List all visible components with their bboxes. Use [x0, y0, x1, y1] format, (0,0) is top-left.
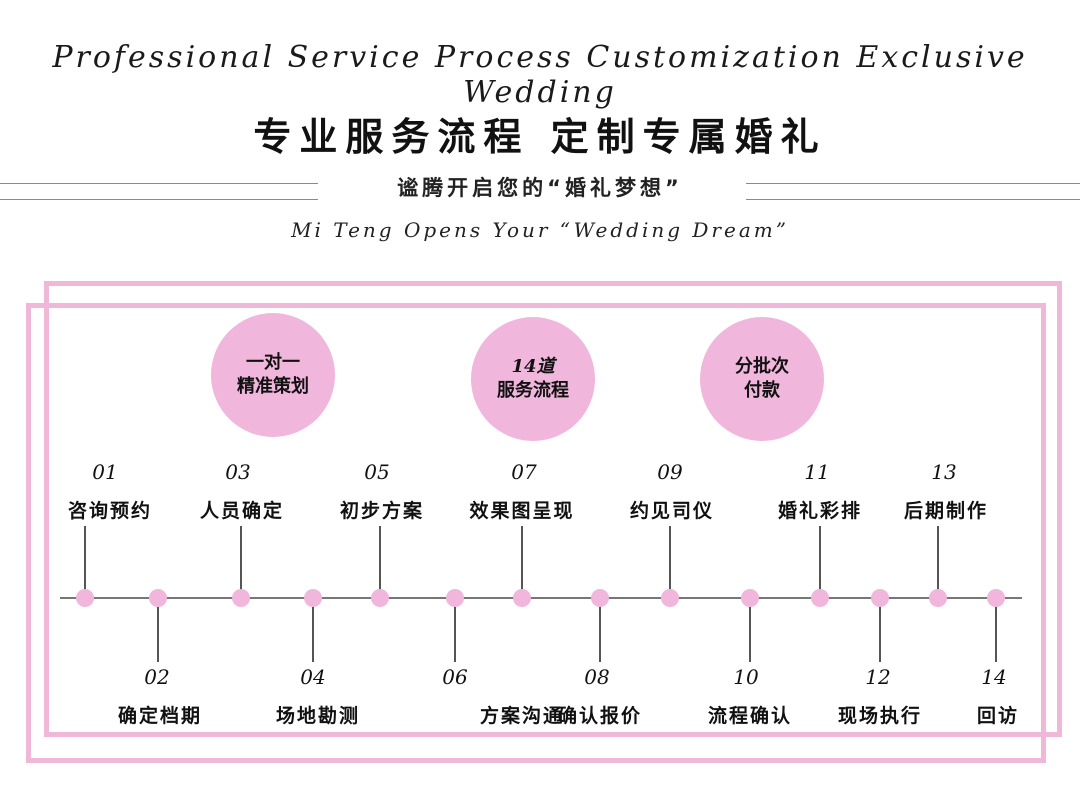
step-label: 确认报价	[557, 705, 642, 727]
step-number: 05	[364, 460, 390, 484]
step-dot	[446, 589, 464, 607]
highlight-line1: 分批次	[735, 356, 789, 377]
step-connector	[521, 526, 523, 597]
step-label: 初步方案	[339, 500, 424, 522]
step-dot	[76, 589, 94, 607]
front-frame	[26, 303, 1046, 763]
step-label: 场地勘测	[275, 705, 360, 727]
step-connector	[749, 598, 751, 662]
chinese-subtitle: 谧腾开启您的“婚礼梦想”	[397, 176, 683, 200]
step-number: 10	[733, 665, 759, 689]
step-connector	[819, 526, 821, 597]
step-label: 现场执行	[837, 705, 922, 727]
step-connector	[995, 598, 997, 662]
step-number: 09	[657, 460, 683, 484]
english-title: Professional Service Process Customizati…	[52, 40, 1028, 110]
step-number: 12	[865, 665, 891, 689]
highlight-line1: 14道	[511, 356, 555, 377]
highlight-circle-one-on-one: 一对一 精准策划	[211, 313, 335, 437]
step-number: 03	[225, 460, 251, 484]
step-connector	[454, 598, 456, 662]
step-number: 14	[981, 665, 1007, 689]
step-label: 咨询预约	[67, 500, 152, 522]
step-connector	[157, 598, 159, 662]
step-connector	[84, 526, 86, 597]
highlight-line1: 一对一	[246, 352, 300, 373]
step-connector	[312, 598, 314, 662]
right-divider-line-2	[746, 199, 1080, 200]
timeline-axis	[60, 597, 1022, 599]
step-label: 婚礼彩排	[777, 500, 862, 522]
step-label: 后期制作	[903, 500, 988, 522]
step-label: 回访	[976, 705, 1019, 727]
step-label: 约见司仪	[629, 500, 714, 522]
step-connector	[599, 598, 601, 662]
step-connector	[879, 598, 881, 662]
step-connector	[937, 526, 939, 597]
step-dot	[513, 589, 531, 607]
step-label: 方案沟通	[479, 705, 564, 727]
step-dot	[304, 589, 322, 607]
step-dot	[811, 589, 829, 607]
step-dot	[661, 589, 679, 607]
highlight-circle-14-steps: 14道 服务流程	[471, 317, 595, 441]
step-dot	[591, 589, 609, 607]
step-number: 07	[511, 460, 537, 484]
left-divider-line-2	[0, 199, 318, 200]
highlight-line2: 服务流程	[497, 380, 569, 401]
step-number: 04	[300, 665, 326, 689]
step-label: 确定档期	[117, 705, 202, 727]
step-number: 06	[442, 665, 468, 689]
step-connector	[669, 526, 671, 597]
highlight-line2: 精准策划	[237, 376, 309, 397]
step-number: 08	[584, 665, 610, 689]
step-number: 11	[804, 460, 830, 484]
step-connector	[379, 526, 381, 597]
step-dot	[232, 589, 250, 607]
highlight-circle-installment-payment: 分批次 付款	[700, 317, 824, 441]
back-frame	[44, 281, 1062, 737]
step-dot	[987, 589, 1005, 607]
step-dot	[741, 589, 759, 607]
step-number: 01	[92, 460, 118, 484]
step-number: 13	[931, 460, 957, 484]
step-dot	[871, 589, 889, 607]
step-label: 效果图呈现	[469, 500, 575, 522]
step-dot	[371, 589, 389, 607]
left-divider-line	[0, 183, 318, 184]
english-subtitle: Mi Teng Opens Your “Wedding Dream”	[291, 218, 789, 242]
step-dot	[149, 589, 167, 607]
right-divider-line	[746, 183, 1080, 184]
highlight-line2: 付款	[744, 380, 780, 401]
chinese-title: 专业服务流程 定制专属婚礼	[253, 115, 827, 159]
step-dot	[929, 589, 947, 607]
step-label: 人员确定	[199, 500, 284, 522]
step-label: 流程确认	[707, 705, 792, 727]
step-connector	[240, 526, 242, 597]
step-number: 02	[144, 665, 170, 689]
